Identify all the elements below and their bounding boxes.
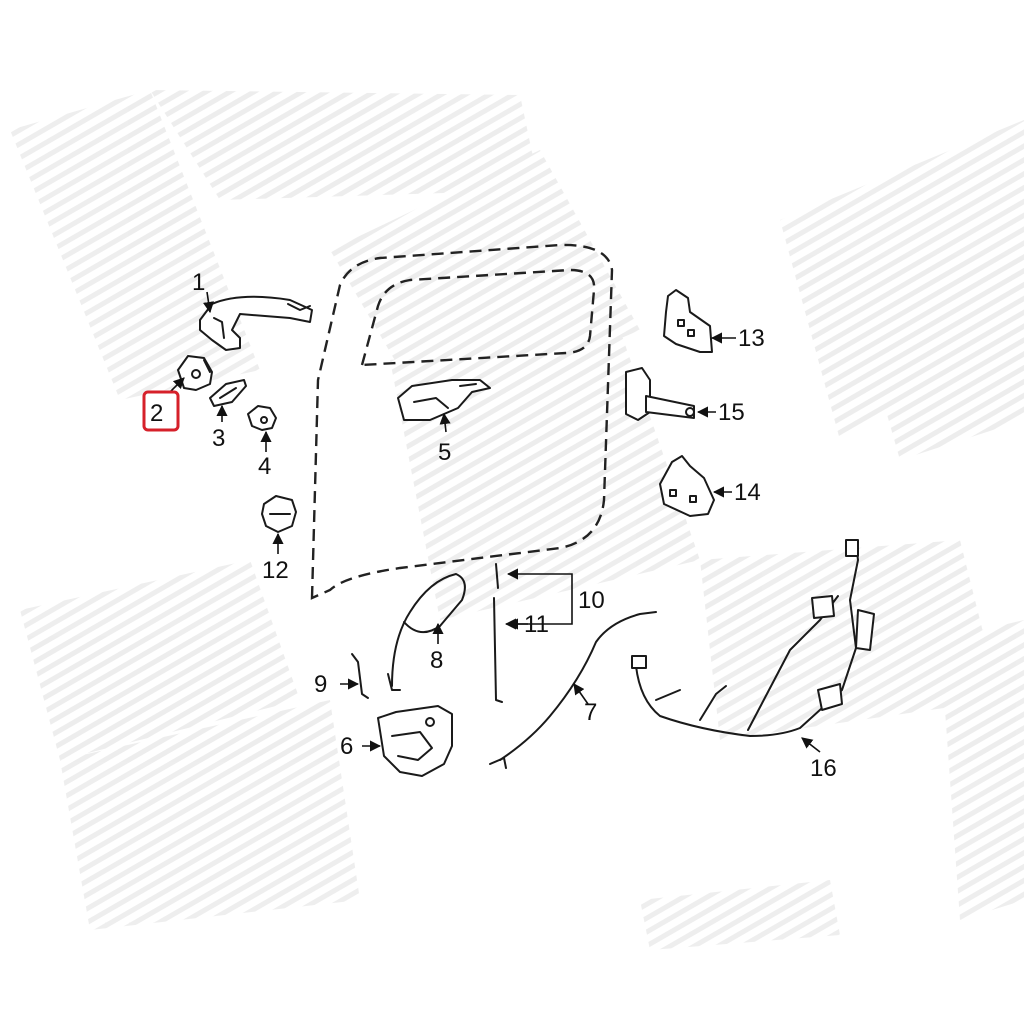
part-8-inside-handle-cable[interactable] — [387, 573, 466, 691]
label-1: 1 — [192, 269, 205, 296]
part-12-striker[interactable] — [261, 495, 297, 533]
part-1-outside-handle[interactable] — [199, 295, 313, 351]
highlight-box-part-2 — [142, 390, 180, 432]
label-6: 6 — [340, 733, 353, 760]
part-6-door-latch[interactable] — [377, 705, 453, 777]
part-2-handle-bezel[interactable] — [177, 355, 213, 391]
label-14: 14 — [734, 479, 761, 506]
part-14-lower-hinge[interactable] — [659, 455, 715, 517]
label-5: 5 — [438, 439, 451, 466]
label-4: 4 — [258, 453, 271, 480]
part-10-rod[interactable] — [495, 563, 499, 589]
label-2: 2 — [150, 400, 163, 427]
part-9-rod[interactable] — [351, 653, 369, 699]
door-outline — [310, 243, 614, 600]
label-8: 8 — [430, 647, 443, 674]
part-7-outside-handle-cable[interactable] — [489, 611, 657, 769]
label-11: 11 — [524, 611, 549, 638]
part-11-rod[interactable] — [493, 597, 503, 703]
label-15: 15 — [718, 399, 745, 426]
label-12: 12 — [262, 557, 289, 584]
label-10: 10 — [578, 587, 605, 614]
part-16-wiring-harness[interactable] — [631, 539, 875, 737]
label-9: 9 — [314, 671, 327, 698]
leader-lines — [169, 291, 821, 753]
watermark-background — [10, 90, 1024, 950]
callout-labels: 1 2 3 4 5 6 7 8 9 10 11 12 13 14 15 16 — [150, 269, 837, 782]
part-3-gasket[interactable] — [209, 379, 247, 407]
label-16: 16 — [810, 755, 837, 782]
label-3: 3 — [212, 425, 225, 452]
part-4-lock-cylinder[interactable] — [247, 405, 277, 431]
label-7: 7 — [584, 699, 597, 726]
part-5-inside-handle[interactable] — [397, 379, 491, 421]
part-15-door-check[interactable] — [625, 367, 695, 421]
label-13: 13 — [738, 325, 765, 352]
part-13-upper-hinge[interactable] — [663, 289, 713, 353]
